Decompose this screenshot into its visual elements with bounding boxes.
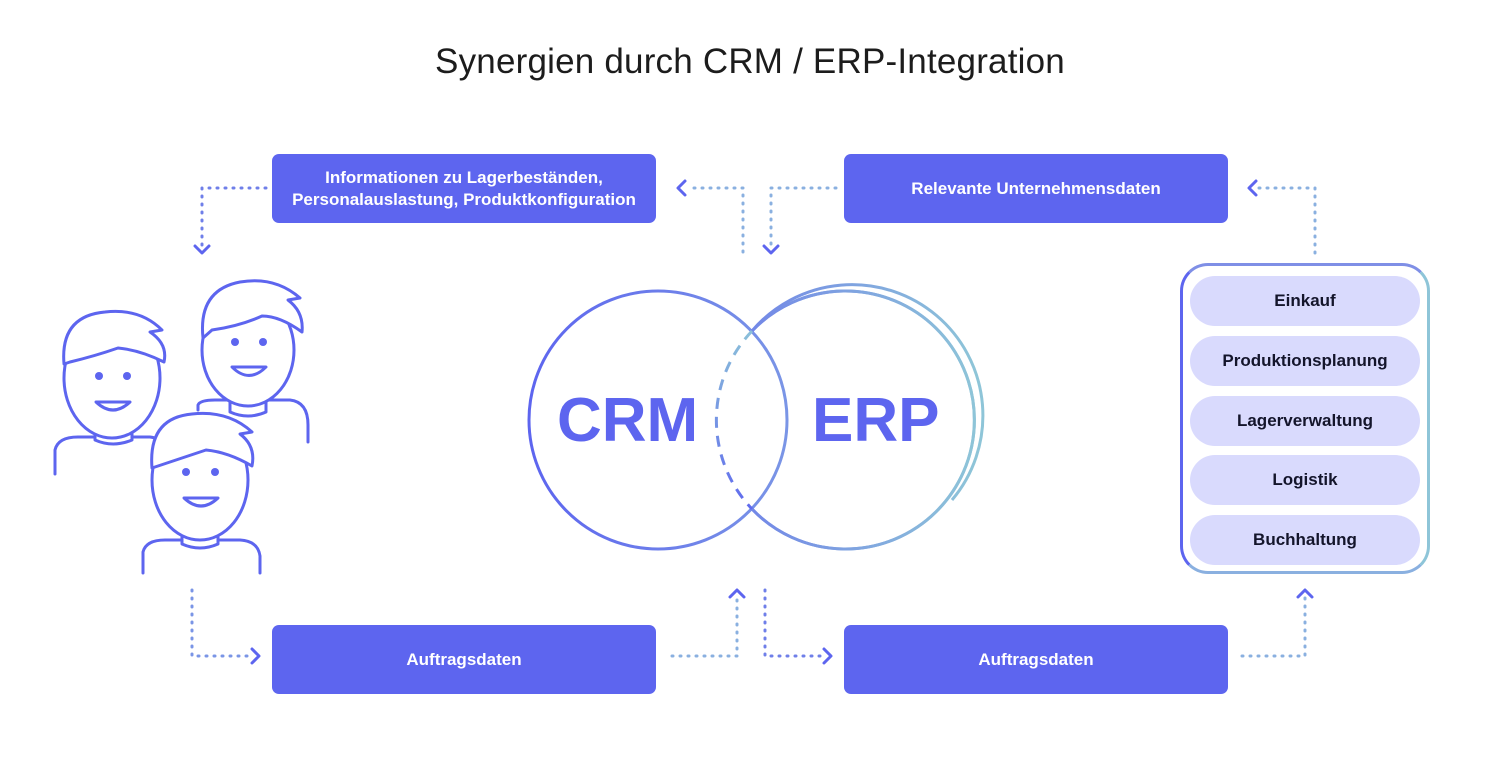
arrowhead-icon <box>728 588 746 599</box>
arrowhead-icon <box>250 647 261 665</box>
auftragsdaten-box-left: Auftragsdaten <box>272 625 656 694</box>
department-produktionsplanung: Produktionsplanung <box>1190 336 1420 386</box>
arrowhead-icon <box>762 244 780 255</box>
info-box-lagerbestaende: Informationen zu Lagerbeständen, Persona… <box>272 154 656 223</box>
department-logistik: Logistik <box>1190 455 1420 505</box>
department-lagerverwaltung: Lagerverwaltung <box>1190 396 1420 446</box>
crm-label: CRM <box>557 386 699 455</box>
arrowhead-icon <box>676 179 687 197</box>
arrowhead-icon <box>1247 179 1258 197</box>
arrowhead-icon <box>822 647 833 665</box>
erp-label: ERP <box>812 386 940 455</box>
arrowhead-icon <box>1296 588 1314 599</box>
diagram-title: Synergien durch CRM / ERP-Integration <box>435 42 1065 81</box>
info-box-line-1: Informationen zu Lagerbeständen, <box>325 167 603 187</box>
people-group-icon <box>53 279 310 575</box>
relevant-data-box: Relevante Unternehmensdaten <box>844 154 1228 223</box>
dotted-arrow-icon <box>190 186 1317 658</box>
department-einkauf: Einkauf <box>1190 276 1420 326</box>
arrowhead-icon <box>193 244 211 255</box>
crm-circle <box>527 289 789 551</box>
intersection-dashed-arc <box>714 329 754 511</box>
info-box-line-2: Personalauslastung, Produktkonfiguration <box>292 189 636 209</box>
department-buchhaltung: Buchhaltung <box>1190 515 1420 565</box>
auftragsdaten-box-right: Auftragsdaten <box>844 625 1228 694</box>
